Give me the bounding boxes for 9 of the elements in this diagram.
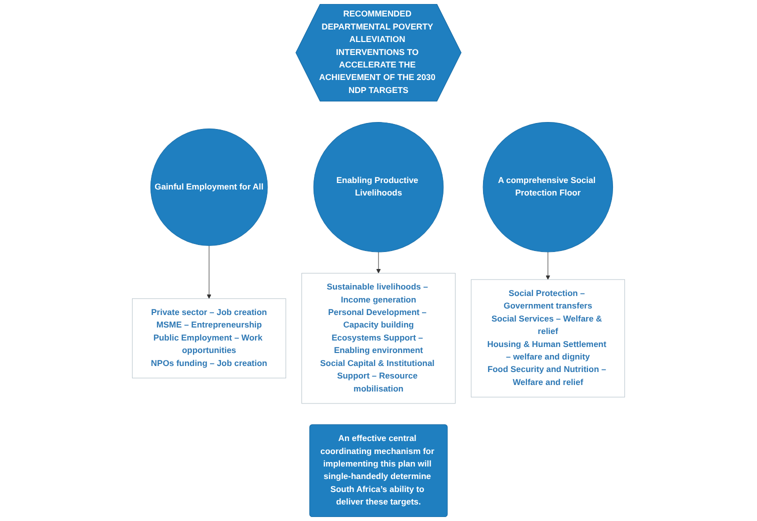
node-circle: Enabling Productive Livelihoods (313, 122, 444, 252)
node-circle: Gainful Employment for All (150, 128, 268, 246)
arrow (376, 252, 381, 274)
node-circle: A comprehensive Social Protection Floor (482, 122, 614, 252)
arrow (206, 245, 212, 299)
node-box: Social Protection – Government transfers Social Services – Welfare & relief Housing & Human Settlement – welfare and dignity Food Security and Nutrition – Welfare and relief (470, 279, 625, 398)
node-box: Private sector – Job creation MSME – Entrepreneurship Public Employment – Work opportunities NPOs funding – Job creation (132, 298, 286, 378)
arrow (546, 252, 550, 280)
node-box: Sustainable livelihoods – Income generation Personal Development – Capacity building Ecosystems Support – Enabling environment Social Capital & Institutional Support – Resource mobilisation (301, 272, 456, 404)
